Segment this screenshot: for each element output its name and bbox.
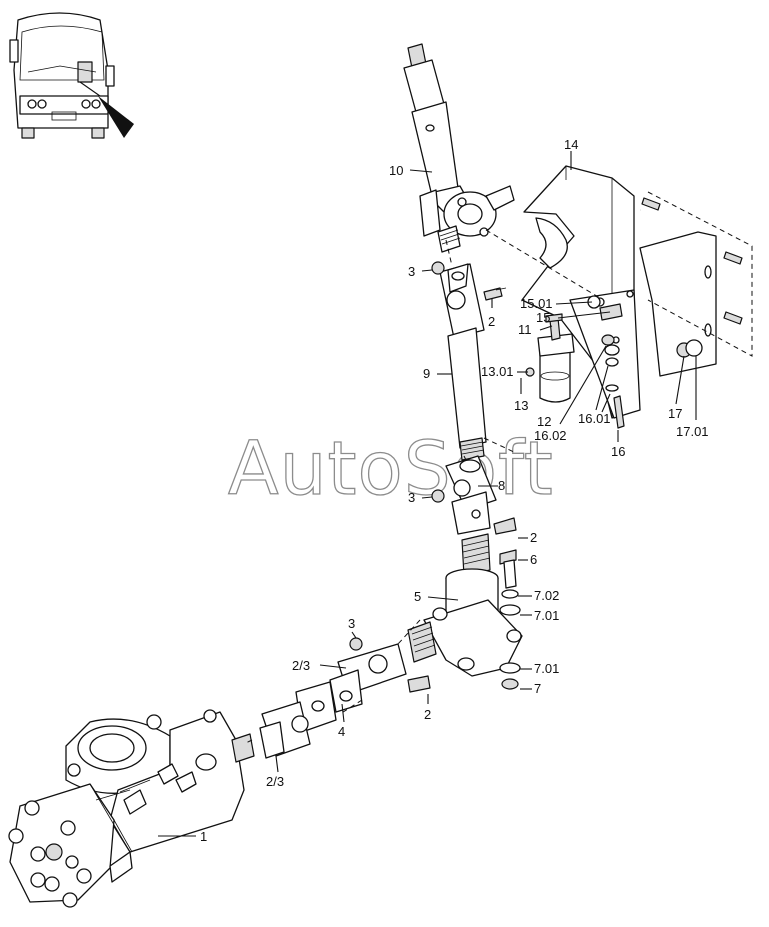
- label-7-01-upper: 7.01: [534, 608, 559, 623]
- label-2-upper: 2: [488, 314, 495, 329]
- label-16-01: 16.01: [578, 411, 611, 426]
- label-7-02: 7.02: [534, 588, 559, 603]
- steering-column-10: [403, 43, 515, 253]
- label-2-3-upper: 2/3: [292, 658, 310, 673]
- watermark-text: AutoSoft: [228, 426, 554, 512]
- label-16-02: 16.02: [534, 428, 567, 443]
- steering-box-1: [8, 709, 255, 908]
- label-17-01: 17.01: [676, 424, 709, 439]
- bracket-14: [521, 165, 753, 419]
- assembly-center-lines: [243, 229, 601, 745]
- label-3-upper: 3: [408, 264, 415, 279]
- label-12: 12: [537, 414, 551, 429]
- part-number-labels: 14 10 3 2 15.01 15 11 9 13.01 13 12 16.0…: [200, 137, 709, 844]
- label-4: 4: [338, 724, 345, 739]
- label-13-01: 13.01: [481, 364, 514, 379]
- label-6: 6: [530, 552, 537, 567]
- intermediate-shaft-9: [439, 263, 487, 461]
- label-17: 17: [668, 406, 682, 421]
- label-2-lower: 2: [424, 707, 431, 722]
- leader-lines: [158, 151, 697, 837]
- label-7-01-lower: 7.01: [534, 661, 559, 676]
- label-11: 11: [518, 322, 532, 337]
- bus-front-thumbnail: [9, 12, 134, 139]
- angle-drive-5: [407, 533, 523, 677]
- label-8: 8: [498, 478, 505, 493]
- label-2-middle: 2: [530, 530, 537, 545]
- fasteners: [349, 261, 703, 693]
- label-10: 10: [389, 163, 403, 178]
- label-7: 7: [534, 681, 541, 696]
- label-9: 9: [423, 366, 430, 381]
- label-14: 14: [564, 137, 578, 152]
- universal-joint-lower: [259, 643, 407, 759]
- label-16: 16: [611, 444, 625, 459]
- bracket-mount-bolts: [641, 197, 743, 325]
- label-2-3-lower: 2/3: [266, 774, 284, 789]
- label-1: 1: [200, 829, 207, 844]
- label-5: 5: [414, 589, 421, 604]
- label-15: 15: [536, 310, 550, 325]
- damper-12: [537, 313, 575, 403]
- label-15-01: 15.01: [520, 296, 553, 311]
- label-13: 13: [514, 398, 528, 413]
- label-3-lower: 3: [348, 616, 355, 631]
- universal-joint-8: [445, 455, 497, 535]
- label-3-middle: 3: [408, 490, 415, 505]
